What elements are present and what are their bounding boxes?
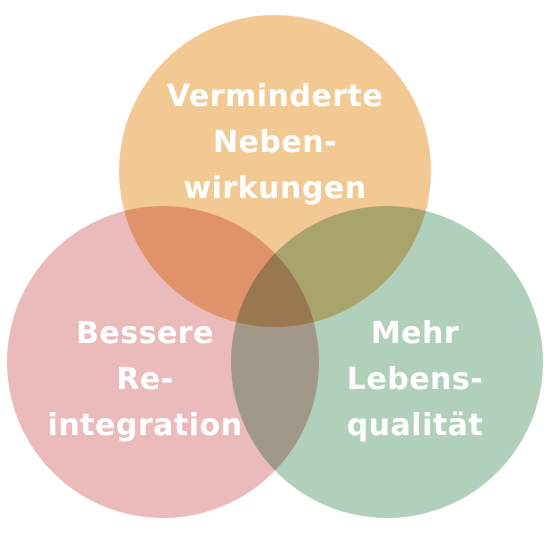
circle-quality-of-life: [231, 206, 543, 518]
label-reduced-side-effects: Verminderte Neben- wirkungen: [155, 74, 395, 212]
label-line: wirkungen: [183, 171, 367, 206]
label-line: Mehr: [370, 316, 460, 351]
label-line: Neben-: [212, 125, 338, 160]
label-line: integration: [47, 408, 243, 443]
label-line: Re-: [116, 362, 174, 397]
label-line: qualität: [346, 408, 484, 443]
label-quality-of-life: Mehr Lebens- qualität: [300, 311, 530, 449]
label-better-reintegration: Bessere Re- integration: [30, 311, 260, 449]
label-line: Verminderte: [166, 79, 384, 114]
circle-better-reintegration: [7, 206, 319, 518]
label-line: Bessere: [76, 316, 214, 351]
label-line: Lebens-: [346, 362, 484, 397]
